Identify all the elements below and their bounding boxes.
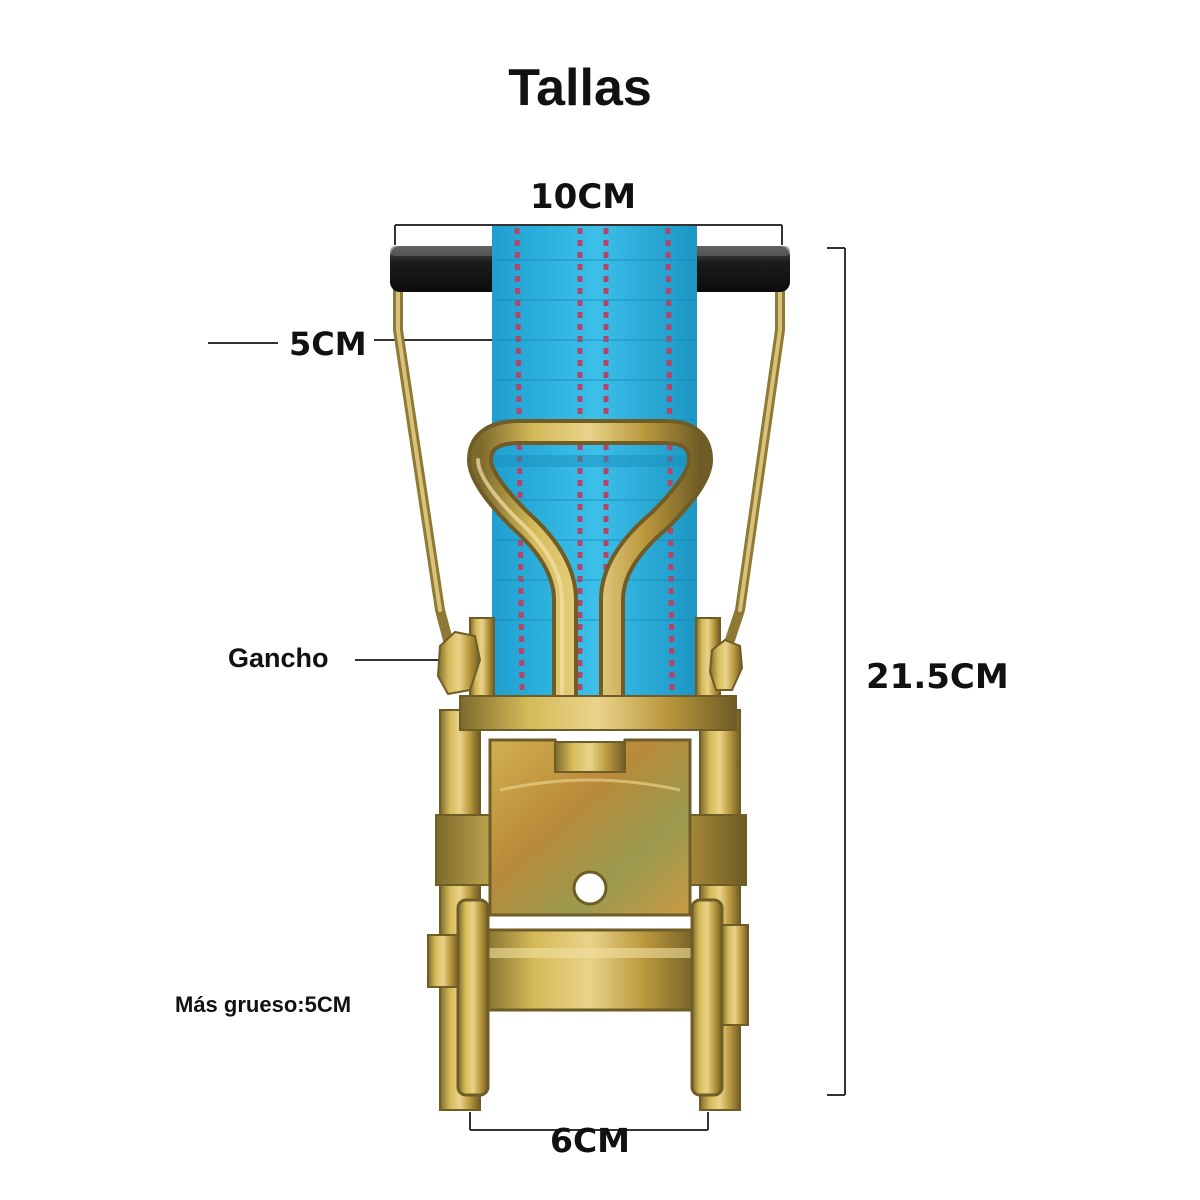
dimension-strap-label: 5CM xyxy=(289,325,367,363)
dimension-top-label: 10CM xyxy=(530,177,637,217)
thickness-label: Más grueso:5CM xyxy=(175,992,352,1017)
dimension-line-bottom xyxy=(469,1112,709,1131)
dimension-line-top xyxy=(394,224,783,245)
ratchet-center-plate xyxy=(488,738,692,917)
blue-strap xyxy=(492,226,697,696)
hook-label: Gancho xyxy=(228,643,329,673)
bolt-left xyxy=(436,630,482,696)
ratchet-spindle xyxy=(427,898,749,1097)
dimension-bottom-label: 6CM xyxy=(550,1121,631,1160)
dimension-height-label: 21.5CM xyxy=(866,657,1009,697)
page-title: Tallas xyxy=(508,59,652,117)
dimension-line-height xyxy=(827,247,846,1096)
bolt-right xyxy=(708,638,744,691)
dimension-line-strap xyxy=(208,339,492,344)
wire-hook xyxy=(467,419,713,725)
